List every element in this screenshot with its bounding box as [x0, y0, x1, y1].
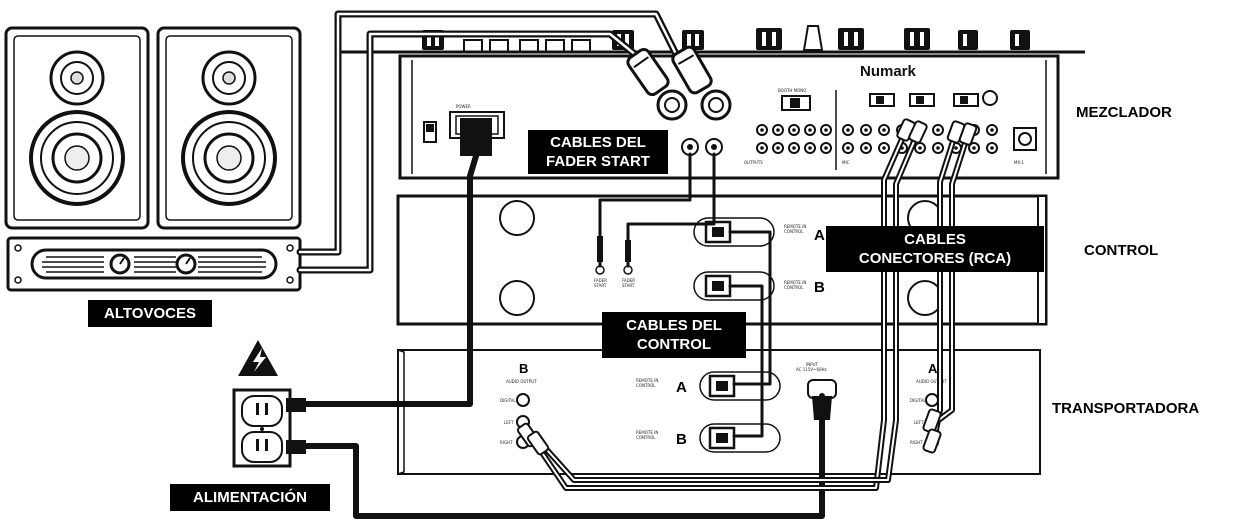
svg-text:INPUT: INPUT: [806, 362, 819, 367]
control-port-a-letter: A: [814, 227, 825, 244]
transport-right-a-letter: A: [928, 361, 938, 376]
control-port-b-letter: B: [814, 279, 825, 296]
svg-text:RIGHT: RIGHT: [910, 440, 923, 445]
rca-cables-callout: CABLES CONECTORES (RCA): [826, 226, 1044, 272]
transport-section-label: TRANSPORTADORA: [1052, 400, 1200, 417]
svg-text:REMOTE IN: REMOTE IN: [636, 378, 658, 383]
mixer-unit: Numark POWER BOOTH MONO: [335, 25, 1085, 180]
power-outlet-icon: [232, 388, 292, 468]
svg-text:CONTROL: CONTROL: [636, 435, 656, 440]
svg-text:LEFT: LEFT: [504, 420, 514, 425]
svg-text:START: START: [594, 283, 607, 288]
svg-text:MX-1: MX-1: [1014, 160, 1024, 165]
xlr-plug-icon: [671, 45, 713, 95]
power-callout: ALIMENTACIÓN: [170, 484, 330, 511]
speaker-right-icon: [156, 26, 302, 230]
svg-text:OUTPUTS: OUTPUTS: [744, 160, 763, 165]
svg-text:AUDIO OUTPUT: AUDIO OUTPUT: [916, 379, 947, 384]
speakers-callout: ALTOVOCES: [88, 300, 212, 327]
svg-text:DIGITAL: DIGITAL: [500, 398, 516, 403]
svg-text:CONTROL: CONTROL: [636, 383, 656, 388]
svg-text:DIGITAL: DIGITAL: [910, 398, 926, 403]
transport-port-b-letter: B: [676, 431, 687, 448]
svg-text:POWER: POWER: [456, 104, 471, 109]
transport-port-a-letter: A: [676, 379, 687, 396]
svg-text:AUDIO OUTPUT: AUDIO OUTPUT: [506, 379, 537, 384]
svg-text:CONTROL: CONTROL: [784, 229, 804, 234]
control-cables-callout: CABLES DEL CONTROL: [602, 312, 746, 358]
fader-start-callout: CABLES DEL FADER START: [528, 130, 668, 174]
svg-text:MIC: MIC: [842, 160, 850, 165]
mixer-section-label: MEZCLADOR: [1076, 104, 1172, 121]
xlr-plug-icon: [626, 47, 670, 97]
svg-text:FADER: FADER: [594, 278, 607, 283]
amplifier-icon: [6, 236, 302, 292]
control-cables-callout-line1: CABLES DEL: [626, 317, 722, 334]
warning-lightning-icon: [238, 340, 278, 376]
svg-text:FADER: FADER: [622, 278, 635, 283]
fader-start-callout-line2: FADER START: [546, 153, 650, 170]
control-section-label: CONTROL: [1084, 242, 1159, 259]
fader-start-callout-line1: CABLES DEL: [550, 134, 646, 151]
transport-left-b-letter: B: [519, 361, 528, 376]
cables: [286, 10, 978, 519]
svg-text:RIGHT: RIGHT: [500, 440, 513, 445]
svg-text:LEFT: LEFT: [914, 420, 924, 425]
control-cables-callout-line2: CONTROL: [636, 336, 712, 353]
rca-cables-callout-line1: CABLES: [904, 231, 966, 248]
svg-text:AC 115V~60Hz: AC 115V~60Hz: [796, 367, 827, 372]
svg-text:CONTROL: CONTROL: [784, 285, 804, 290]
svg-text:BOOTH MONO: BOOTH MONO: [778, 88, 806, 93]
transport-unit: B AUDIO OUTPUT DIGITAL LEFT RIGHT REMOTE…: [397, 349, 1041, 475]
power-callout-text: ALIMENTACIÓN: [193, 489, 307, 506]
svg-text:REMOTE IN: REMOTE IN: [636, 430, 658, 435]
rca-cables-callout-line2: CONECTORES (RCA): [858, 250, 1012, 267]
svg-text:START: START: [622, 283, 635, 288]
speakers-callout-text: ALTOVOCES: [104, 305, 196, 322]
svg-text:REMOTE IN: REMOTE IN: [784, 280, 806, 285]
mixer-brand-logo: Numark: [860, 63, 917, 80]
speaker-left-icon: [4, 26, 150, 230]
svg-text:REMOTE IN: REMOTE IN: [784, 224, 806, 229]
